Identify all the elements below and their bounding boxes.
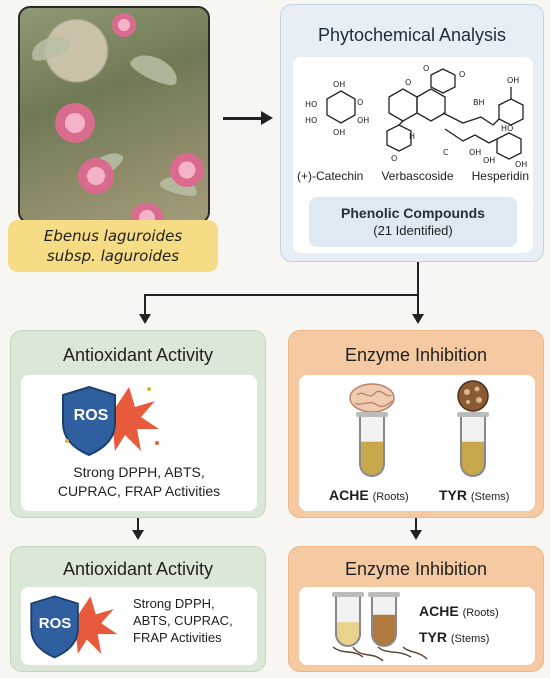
svg-text:O: O <box>423 64 429 73</box>
svg-text:O: O <box>391 154 397 163</box>
svg-text:C: C <box>443 148 449 157</box>
mushroom-icon <box>457 380 489 412</box>
ros-badge-top: ROS <box>73 407 109 424</box>
ros-shield-icon <box>62 385 159 457</box>
enzyme-title-top: Enzyme Inhibition <box>344 345 488 365</box>
ros-badge-bottom: ROS <box>38 615 72 632</box>
ache-part-top: (Roots) <box>372 491 409 503</box>
svg-text:OH: OH <box>333 80 345 89</box>
ache-label-top: ACHE <box>329 487 369 503</box>
antioxidant-line3-bottom: FRAP Activities <box>133 630 222 645</box>
compound-hesperidin: Hesperidin <box>471 169 529 183</box>
antioxidant-panel-bottom: ROS Strong DPPH, ABTS, CUPRAC, FRAP Acti… <box>21 587 257 665</box>
ache-tube-bottom <box>332 592 364 647</box>
arrow-down-right <box>412 314 424 324</box>
brain-icon <box>349 383 395 413</box>
species-name: Ebenus laguroides <box>43 227 183 245</box>
antioxidant-line2-top: CUPRAC, FRAP Activities <box>57 483 221 499</box>
connector-right-row <box>415 518 417 532</box>
svg-text:HO: HO <box>305 100 317 109</box>
arrow-down-left-row <box>132 530 144 540</box>
antioxidant-panel-top: ROS Strong DPPH, ABTS, CUPRAC, FRAP Acti… <box>21 375 257 511</box>
tyr-part-bottom: (Stems) <box>450 633 490 645</box>
species-caption: Ebenus laguroides subsp. laguroides <box>8 220 218 272</box>
connector-left-row <box>137 518 139 532</box>
ache-tube-top <box>356 412 388 477</box>
connector-horizontal <box>145 294 419 296</box>
compound-catechin: (+)-Catechin <box>297 169 364 183</box>
enzyme-panel-bottom: ACHE (Roots) TYR (Stems) <box>299 587 535 665</box>
svg-text:HO: HO <box>305 116 317 125</box>
connector-right-down <box>417 294 419 316</box>
phenolic-summary: Phenolic Compounds (21 Identified) <box>309 197 517 247</box>
svg-text:BH: BH <box>473 98 485 107</box>
arrow-to-analysis <box>223 111 273 125</box>
antioxidant-title-bottom: Antioxidant Activity <box>62 559 214 579</box>
svg-text:OH: OH <box>469 148 481 157</box>
svg-text:O: O <box>459 70 465 79</box>
antioxidant-line2-bottom: ABTS, CUPRAC, <box>133 613 233 628</box>
svg-text:O: O <box>357 98 363 107</box>
svg-text:HO: HO <box>501 124 513 133</box>
plant-photo <box>18 6 210 224</box>
svg-text:OH: OH <box>507 76 519 85</box>
svg-text:OH: OH <box>515 160 527 169</box>
connector-left-down <box>144 294 146 316</box>
phenolic-title: Phenolic Compounds <box>341 205 485 221</box>
svg-text:O: O <box>405 78 411 87</box>
tyr-tube-top <box>457 412 489 477</box>
svg-text:OH: OH <box>333 128 345 137</box>
compound-verbascoside: Verbascoside <box>381 169 454 183</box>
ache-part-bottom: (Roots) <box>462 607 499 619</box>
svg-text:H: H <box>409 132 415 141</box>
antioxidant-title-top: Antioxidant Activity <box>62 345 214 365</box>
roots-icon <box>332 646 428 662</box>
arrow-down-right-row <box>410 530 422 540</box>
connector-vertical-main <box>417 262 419 296</box>
antioxidant-line1-bottom: Strong DPPH, <box>133 596 215 611</box>
svg-text:OH: OH <box>357 116 369 125</box>
svg-text:OH: OH <box>483 156 495 165</box>
phytochemical-title: Phytochemical Analysis <box>317 25 507 45</box>
subspecies-name: subsp. laguroides <box>46 247 180 265</box>
ros-shield-icon-small <box>30 595 118 659</box>
antioxidant-line1-top: Strong DPPH, ABTS, <box>73 464 205 480</box>
enzyme-card-bottom: Enzyme Inhibition ACHE (Roots) TYR (Stem… <box>288 546 544 672</box>
enzyme-panel-top: ACHE (Roots) TYR (Stems) <box>299 375 535 511</box>
antioxidant-card-top: Antioxidant Activity ROS Strong DPPH, AB… <box>10 330 266 518</box>
tyr-label-bottom: TYR <box>419 629 447 645</box>
tyr-tube-bottom <box>368 592 400 647</box>
arrow-down-left <box>139 314 151 324</box>
phenolic-count: (21 Identified) <box>373 223 453 238</box>
enzyme-title-bottom: Enzyme Inhibition <box>344 559 488 579</box>
antioxidant-card-bottom: Antioxidant Activity ROS Strong DPPH, AB… <box>10 546 266 672</box>
tyr-label-top: TYR <box>439 487 467 503</box>
ache-label-bottom: ACHE <box>419 603 459 619</box>
enzyme-card-top: Enzyme Inhibition ACHE (Roots) TYR (Stem… <box>288 330 544 518</box>
tyr-part-top: (Stems) <box>470 491 510 503</box>
